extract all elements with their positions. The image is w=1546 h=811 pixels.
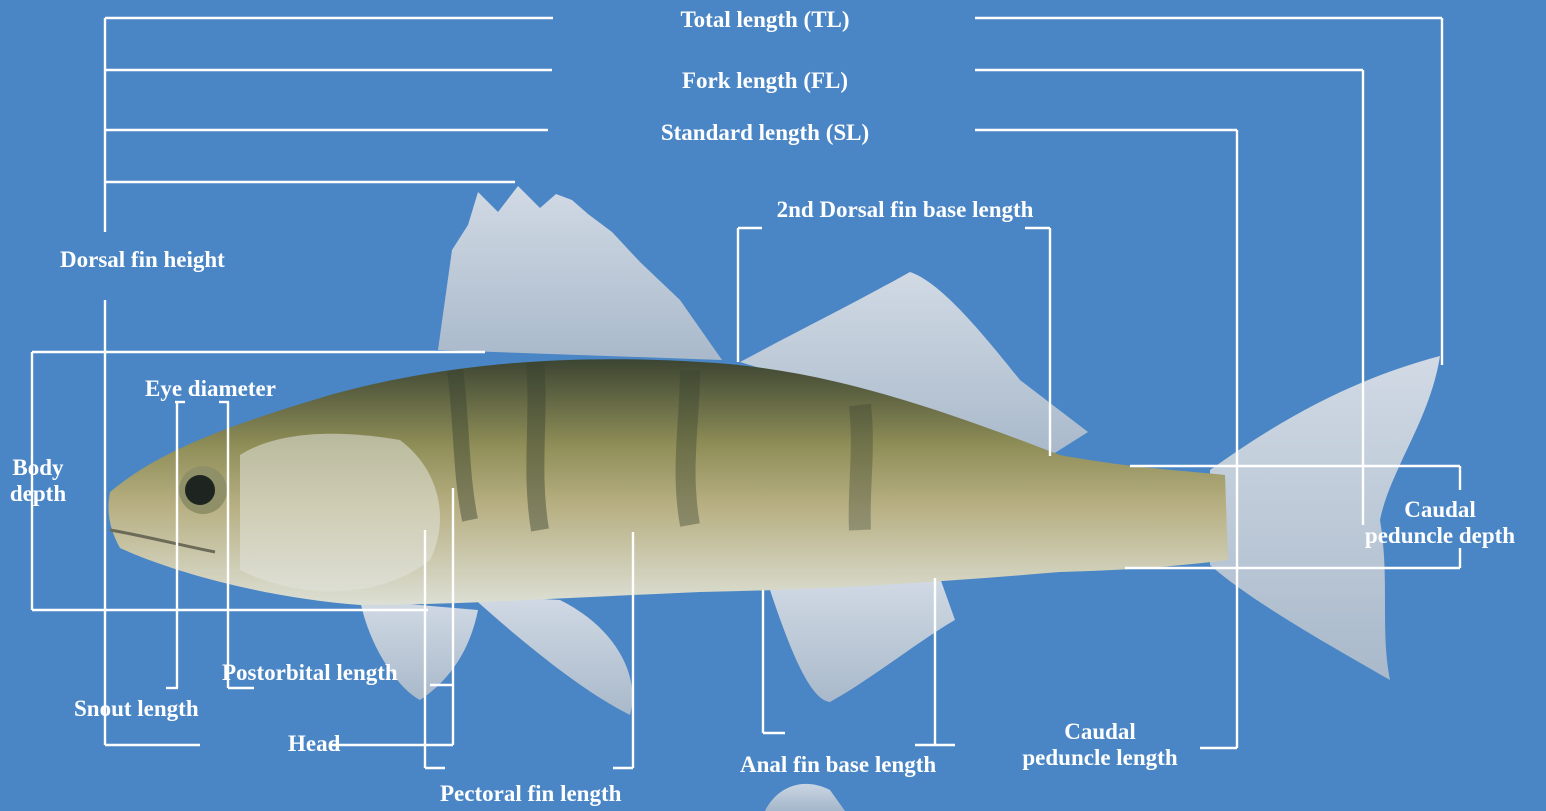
snout-length-label: Snout length: [74, 696, 199, 722]
eye-diameter-label: Eye diameter: [145, 376, 276, 402]
second-dorsal-fin-base-label: 2nd Dorsal fin base length: [740, 197, 1070, 223]
anal-fin-base-length-label: Anal fin base length: [740, 752, 936, 778]
body-depth-label: Body depth: [6, 455, 70, 507]
fork-length-label: Fork length (FL): [560, 68, 970, 94]
postorbital-length-label: Postorbital length: [222, 660, 398, 686]
head-label: Head: [288, 731, 340, 757]
pectoral-fin: [470, 595, 632, 715]
total-length-label: Total length (TL): [560, 7, 970, 33]
standard-length-label: Standard length (SL): [560, 120, 970, 146]
dorsal-fin-height-label: Dorsal fin height: [60, 247, 225, 273]
anal-fin: [770, 578, 955, 702]
caudal-peduncle-depth-label: Caudal peduncle depth: [1350, 497, 1530, 549]
first-dorsal-fin: [438, 186, 722, 360]
gill-cover: [240, 434, 440, 592]
pectoral-fin-length-label: Pectoral fin length: [440, 781, 621, 807]
caudal-peduncle-length-label: Caudal peduncle length: [1005, 719, 1195, 771]
